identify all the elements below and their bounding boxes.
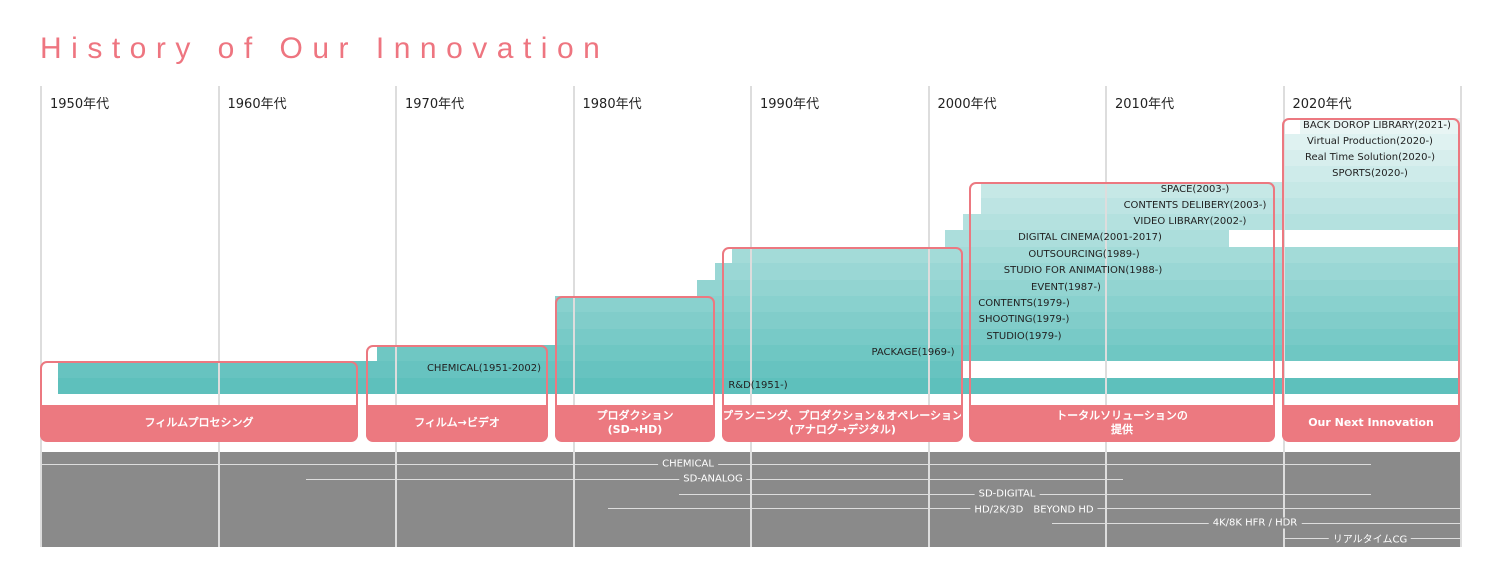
technology-label: HD/2K/3D BEYOND HD bbox=[970, 500, 1098, 516]
decade-divider bbox=[395, 86, 397, 547]
row-bar bbox=[57, 361, 963, 378]
row-label: Virtual Production(2020-) bbox=[1307, 136, 1433, 147]
category-text: プランニング、プロダクション＆オペレーション (アナログ→デジタル) bbox=[722, 409, 964, 436]
row-label: CONTENTS(1979-) bbox=[978, 298, 1070, 309]
technology-label: SD-DIGITAL bbox=[974, 488, 1040, 500]
row-bar bbox=[980, 182, 1460, 198]
row-bar bbox=[696, 280, 1460, 296]
row-bar bbox=[1282, 150, 1460, 166]
decade-label: 1960年代 bbox=[227, 97, 287, 112]
page-title: History of Our Innovation bbox=[40, 32, 610, 65]
category-text: Our Next Innovation bbox=[1308, 416, 1434, 429]
category-label[interactable]: プロダクション (SD→HD) bbox=[555, 405, 715, 441]
technology-label: 4K/8K HFR / HDR bbox=[1208, 517, 1302, 529]
decade-divider bbox=[40, 86, 42, 547]
category-label[interactable]: フィルムプロセシング bbox=[40, 405, 358, 441]
category-label[interactable]: トータルソリューションの 提供 bbox=[969, 405, 1275, 441]
row-bar bbox=[1300, 118, 1460, 134]
row-label: OUTSOURCING(1989-) bbox=[1028, 249, 1140, 260]
decade-label: 2020年代 bbox=[1292, 97, 1352, 112]
row-bar bbox=[980, 198, 1460, 214]
decade-divider bbox=[927, 86, 930, 547]
row-label: CONTENTS DELIBERY(2003-) bbox=[1123, 200, 1267, 211]
row-bar bbox=[732, 247, 1460, 263]
decade-label: 1970年代 bbox=[405, 97, 465, 112]
row-bar bbox=[554, 296, 1460, 312]
row-bar bbox=[1282, 166, 1460, 182]
row-bar bbox=[377, 345, 1460, 361]
decade-divider bbox=[217, 86, 220, 547]
decade-label: 1950年代 bbox=[50, 97, 110, 112]
row-label: PACKAGE(1969-) bbox=[871, 347, 955, 358]
row-label: STUDIO(1979-) bbox=[986, 331, 1062, 342]
row-label: SHOOTING(1979-) bbox=[978, 314, 1070, 325]
category-text: トータルソリューションの 提供 bbox=[1056, 409, 1188, 436]
decade-label: 1990年代 bbox=[760, 97, 820, 112]
category-box bbox=[40, 361, 358, 442]
decade-divider bbox=[1105, 86, 1107, 547]
category-box bbox=[969, 182, 1275, 442]
row-label: BACK DOROP LIBRARY(2021-) bbox=[1303, 120, 1451, 131]
category-label[interactable]: フィルム→ビデオ bbox=[366, 405, 548, 441]
category-text: プロダクション (SD→HD) bbox=[596, 409, 674, 436]
decade-label: 2000年代 bbox=[937, 97, 997, 112]
technology-label: CHEMICAL bbox=[658, 458, 718, 470]
row-bar bbox=[945, 230, 1230, 247]
decade-divider bbox=[572, 86, 575, 547]
category-label[interactable]: Our Next Innovation bbox=[1282, 405, 1460, 441]
row-label: CHEMICAL(1951-2002) bbox=[426, 363, 542, 374]
decade-divider bbox=[750, 86, 752, 547]
row-bar bbox=[57, 378, 1460, 394]
technology-label: リアルタイムCG bbox=[1328, 530, 1412, 546]
decade-label: 1980年代 bbox=[582, 97, 642, 112]
row-label: VIDEO LIBRARY(2002-) bbox=[1133, 216, 1247, 227]
category-text: フィルム→ビデオ bbox=[414, 416, 500, 429]
decade-label: 2010年代 bbox=[1115, 97, 1175, 112]
row-bar bbox=[554, 312, 1460, 329]
category-box bbox=[1282, 118, 1460, 442]
row-label: Real Time Solution(2020-) bbox=[1305, 152, 1435, 163]
decade-divider bbox=[1460, 86, 1462, 547]
row-bar bbox=[554, 329, 1460, 345]
category-box bbox=[722, 247, 963, 442]
technology-label: SD-ANALOG bbox=[679, 473, 747, 485]
category-box bbox=[366, 345, 548, 442]
row-label: STUDIO FOR ANIMATION(1988-) bbox=[1003, 265, 1163, 276]
category-box bbox=[555, 296, 715, 442]
row-label: R&D(1951-) bbox=[728, 380, 788, 391]
row-label: SPORTS(2020-) bbox=[1332, 168, 1408, 179]
category-text: フィルムプロセシング bbox=[144, 416, 254, 429]
row-label: SPACE(2003-) bbox=[1160, 184, 1230, 195]
category-label[interactable]: プランニング、プロダクション＆オペレーション (アナログ→デジタル) bbox=[722, 405, 963, 441]
row-bar bbox=[963, 214, 1460, 230]
row-label: DIGITAL CINEMA(2001-2017) bbox=[1018, 232, 1162, 243]
row-label: EVENT(1987-) bbox=[1031, 282, 1101, 293]
row-bar bbox=[1282, 134, 1460, 150]
